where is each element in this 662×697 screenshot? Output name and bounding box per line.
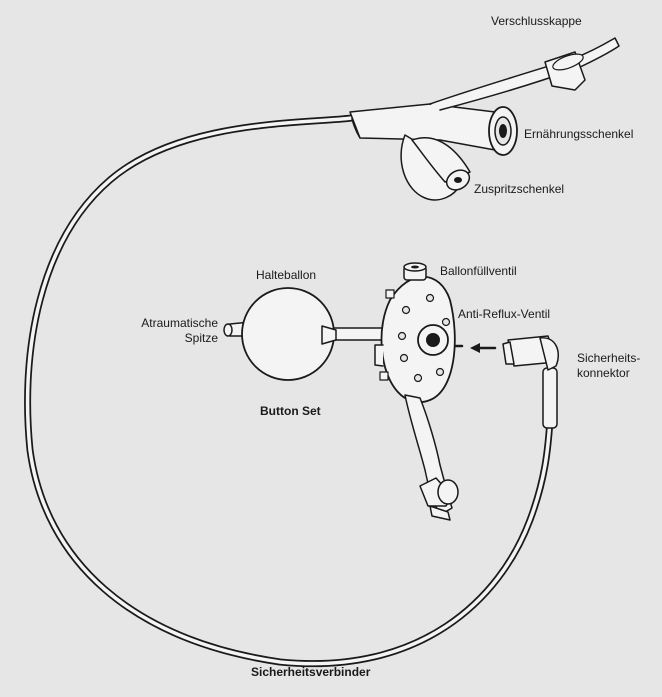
label-spitze: Spitze bbox=[184, 331, 218, 345]
label-ballonfuellventil: Ballonfüllventil bbox=[440, 264, 517, 278]
label-zuspritzschenkel: Zuspritzschenkel bbox=[474, 182, 565, 196]
button-disc bbox=[374, 262, 456, 403]
extension-tube bbox=[24, 114, 554, 668]
label-button-set: Button Set bbox=[260, 404, 321, 418]
label-sicherheits: Sicherheits- bbox=[577, 351, 641, 365]
injection-port bbox=[400, 134, 471, 201]
label-ernaehrungsschenkel: Ernährungsschenkel bbox=[524, 127, 634, 141]
button-device bbox=[223, 287, 391, 381]
safety-connector bbox=[502, 335, 560, 429]
label-atraumatische: Atraumatische bbox=[141, 316, 218, 330]
label-konnektor: konnektor bbox=[577, 366, 630, 380]
label-sicherheitsverbinder: Sicherheitsverbinder bbox=[251, 665, 371, 679]
closure-cap bbox=[429, 37, 620, 111]
retention-balloon bbox=[241, 287, 335, 381]
label-verschlusskappe: Verschlusskappe bbox=[491, 14, 582, 28]
y-connector bbox=[349, 103, 518, 156]
label-anti-reflux-ventil: Anti-Reflux-Ventil bbox=[458, 307, 551, 321]
button-strap bbox=[404, 394, 459, 521]
label-halteballon: Halteballon bbox=[256, 268, 317, 282]
